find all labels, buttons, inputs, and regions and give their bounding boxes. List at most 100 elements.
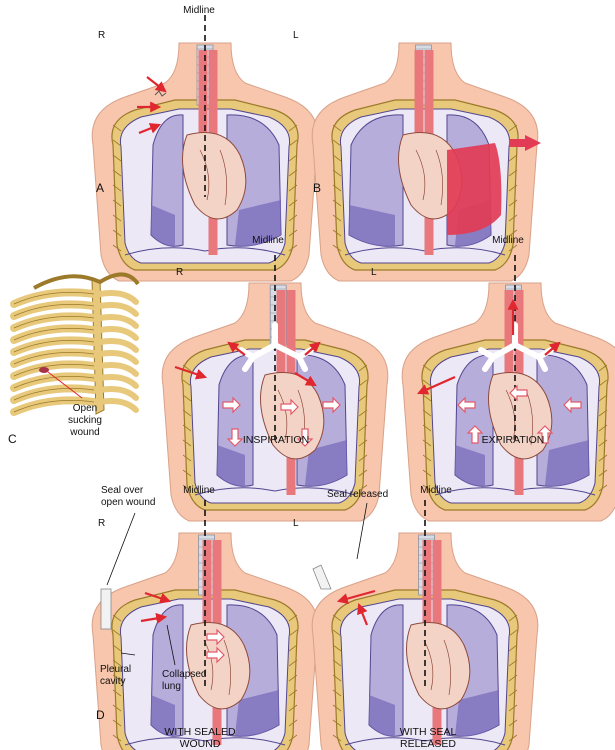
rib-mark bbox=[112, 659, 122, 667]
pressure-arrow-3 bbox=[322, 396, 341, 414]
rib-mark bbox=[288, 674, 298, 682]
rib-mark bbox=[112, 229, 122, 237]
rib-mark bbox=[422, 484, 432, 492]
rib-outline bbox=[13, 303, 95, 317]
rib-mark bbox=[598, 409, 608, 417]
left-lung-lower-lobe bbox=[545, 440, 589, 487]
right-lung-lower-lobe bbox=[217, 445, 245, 487]
rib-mark bbox=[598, 364, 608, 372]
pressure-arrow-8 bbox=[563, 396, 582, 414]
rib-mark bbox=[288, 124, 298, 132]
left-lung-lower-lobe bbox=[235, 200, 281, 247]
rib-mark bbox=[422, 454, 432, 462]
rib-mark bbox=[508, 154, 518, 162]
rib-mark bbox=[358, 394, 368, 402]
clavicles bbox=[33, 272, 140, 290]
rib-outline bbox=[13, 363, 95, 377]
heart-detail bbox=[423, 639, 451, 696]
rib-mark bbox=[182, 424, 192, 432]
rib-mark bbox=[508, 734, 518, 742]
pressure-arrow-2 bbox=[280, 398, 299, 416]
blood-collection bbox=[447, 143, 502, 235]
collapsed-label-line-1: Collapsed bbox=[162, 669, 206, 680]
escaping-air-arrow-1 bbox=[336, 589, 376, 604]
rib-mark bbox=[598, 394, 608, 402]
seal-label-line-1: Seal over bbox=[101, 485, 144, 496]
rib-mark bbox=[288, 199, 298, 207]
rib-mark bbox=[332, 184, 342, 192]
rib-mark bbox=[332, 674, 342, 682]
rib-mark bbox=[422, 424, 432, 432]
rib-mark bbox=[508, 629, 518, 637]
rib-mark bbox=[112, 704, 122, 712]
rib-mark bbox=[332, 214, 342, 222]
released-caption-line-2: RELEASED bbox=[400, 738, 456, 750]
rib-mark bbox=[508, 229, 518, 237]
rib-mark bbox=[332, 719, 342, 727]
rib-mark bbox=[508, 689, 518, 697]
heart bbox=[406, 622, 471, 710]
pressure-arrow-7 bbox=[509, 384, 528, 402]
panel-letter-d: D bbox=[96, 708, 105, 722]
midline-label-c-insp: Midline bbox=[252, 235, 284, 246]
pressure-arrow-1 bbox=[222, 396, 241, 414]
rib-mark bbox=[112, 719, 122, 727]
rib-mark bbox=[508, 674, 518, 682]
rib-mark bbox=[288, 229, 298, 237]
heart-detail bbox=[415, 149, 443, 206]
rib-mark bbox=[332, 229, 342, 237]
rib-mark bbox=[422, 379, 432, 387]
rib-mark bbox=[182, 364, 192, 372]
panel-d-released bbox=[311, 500, 539, 750]
pleural-leader bbox=[120, 652, 136, 656]
heart-detail bbox=[203, 639, 231, 696]
right-lung-lower-lobe bbox=[151, 205, 175, 247]
diaphragm bbox=[194, 487, 356, 496]
rib-mark bbox=[182, 394, 192, 402]
rib-mark bbox=[332, 244, 342, 252]
rib bbox=[97, 338, 139, 353]
panel-c-inspiration bbox=[161, 255, 389, 522]
panel-c-expiration bbox=[401, 255, 615, 522]
expiration-caption: EXPIRATION bbox=[482, 434, 545, 446]
inhaled-air-arrow bbox=[174, 365, 208, 380]
pleural-label-line-1: Pleural bbox=[100, 664, 131, 675]
rib-mark bbox=[508, 719, 518, 727]
wound-label-line-1: Open bbox=[73, 403, 97, 414]
rib-mark bbox=[332, 629, 342, 637]
rib-mark bbox=[358, 469, 368, 477]
rib-mark bbox=[112, 184, 122, 192]
rib-mark bbox=[508, 659, 518, 667]
rib-mark bbox=[598, 454, 608, 462]
wound-leader bbox=[47, 371, 83, 399]
rib-mark bbox=[288, 644, 298, 652]
rib-mark bbox=[598, 439, 608, 447]
right-lung-lower-lobe bbox=[455, 445, 485, 487]
sealed-caption-line-2: WOUND bbox=[180, 738, 221, 750]
rib-mark bbox=[288, 154, 298, 162]
rib-mark bbox=[358, 364, 368, 372]
heart bbox=[488, 372, 553, 460]
heart bbox=[182, 132, 247, 220]
rib-mark bbox=[358, 439, 368, 447]
rib-mark bbox=[422, 469, 432, 477]
rib-mark bbox=[288, 214, 298, 222]
rib-mark bbox=[358, 409, 368, 417]
left-lung-lower-lobe bbox=[455, 690, 499, 737]
air-arrow-c3 bbox=[294, 372, 317, 387]
pressure-arrow-10 bbox=[536, 425, 554, 444]
rib-mark bbox=[598, 424, 608, 432]
rib-mark bbox=[288, 614, 298, 622]
tear-icon bbox=[154, 90, 167, 97]
sealed-caption-line-1: WITH SEALED bbox=[164, 726, 236, 738]
rib-mark bbox=[112, 214, 122, 222]
seal-released-label: Seal released bbox=[327, 489, 388, 500]
rib-mark bbox=[332, 659, 342, 667]
rib-outline bbox=[13, 315, 95, 329]
pressure-arrow-d2 bbox=[206, 646, 225, 664]
wound-seal bbox=[100, 588, 112, 630]
rib-outline bbox=[13, 327, 95, 341]
pressure-arrow-5 bbox=[296, 428, 314, 447]
rib-mark bbox=[112, 169, 122, 177]
seal-released-leader bbox=[356, 502, 368, 560]
